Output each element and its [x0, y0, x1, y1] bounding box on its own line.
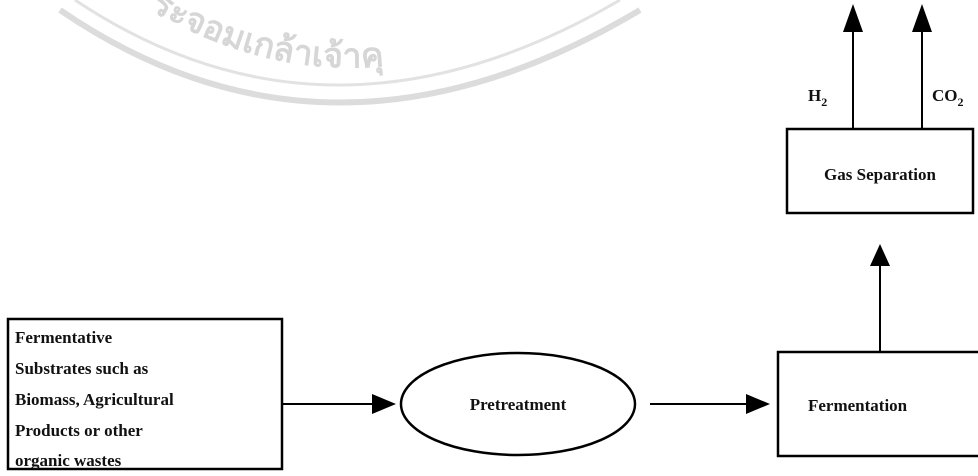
substrates-node: Fermentative Substrates such as Biomass,… [6, 317, 284, 471]
fermentation-node: Fermentation [776, 350, 978, 458]
substrates-line-5: organic wastes [15, 451, 122, 470]
arrow-substrates-to-pretreatment [282, 394, 396, 414]
gas-separation-label: Gas Separation [824, 165, 936, 184]
substrates-box [6, 317, 284, 471]
pretreatment-ellipse [399, 351, 637, 457]
fermentation-label: Fermentation [808, 396, 908, 415]
substrates-line-4: Products or other [15, 421, 143, 440]
pretreatment-label: Pretreatment [470, 395, 567, 414]
gas-separation-box [785, 127, 975, 215]
fermentation-box [776, 350, 978, 458]
arrow-fermentation-to-gas-separation [870, 244, 890, 352]
pretreatment-node: Pretreatment [399, 351, 637, 457]
substrates-line-2: Substrates such as [15, 359, 149, 378]
h2-label: H2 [808, 86, 827, 109]
substrates-line-3: Biomass, Agricultural [15, 390, 174, 409]
co2-output-arrow [912, 4, 932, 129]
co2-label: CO2 [932, 86, 964, 109]
substrates-line-1: Fermentative [15, 328, 113, 347]
h2-output-arrow [843, 4, 863, 129]
gas-separation-node: Gas Separation [785, 127, 975, 215]
arrow-pretreatment-to-fermentation [650, 394, 770, 414]
